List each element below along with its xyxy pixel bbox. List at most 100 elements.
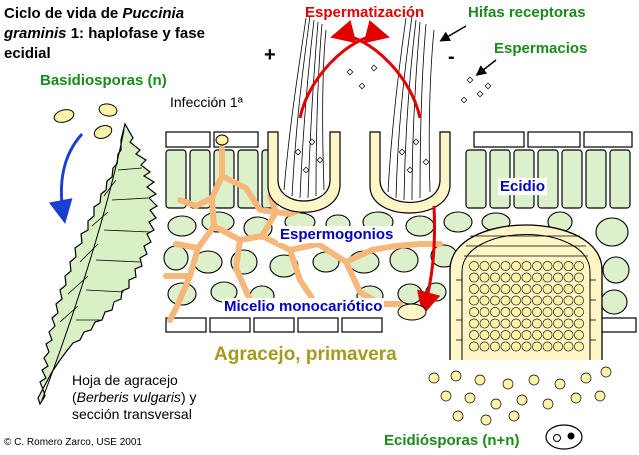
aeciospore xyxy=(511,272,521,283)
aeciospore xyxy=(511,261,521,271)
aeciospore xyxy=(479,284,490,294)
aeciospore xyxy=(532,341,542,352)
aeciospore xyxy=(490,261,500,271)
minus-sign: - xyxy=(448,46,455,68)
aeciospore xyxy=(469,261,479,271)
aeciospore xyxy=(532,330,542,340)
aeciospore xyxy=(521,318,532,329)
aeciospore xyxy=(553,261,563,271)
aeciospore xyxy=(490,295,500,306)
aeciospore xyxy=(511,341,521,352)
aeciospore xyxy=(479,261,490,271)
aeciospore xyxy=(542,330,553,340)
aeciospore xyxy=(479,272,490,283)
aeciospore xyxy=(490,307,500,317)
aeciospore xyxy=(574,272,584,283)
copyright: © C. Romero Zarco, USE 2001 xyxy=(4,437,142,448)
aeciospore xyxy=(511,307,521,317)
aeciospore xyxy=(500,307,511,317)
diagram-title: Ciclo de vida de Puccinia graminis 1: ha… xyxy=(4,5,205,62)
aeciospore xyxy=(532,295,542,306)
label-espermogonios: Espermogonios xyxy=(278,226,396,244)
aeciospore xyxy=(500,330,511,340)
aeciospore xyxy=(490,284,500,294)
aeciospore xyxy=(479,295,490,306)
aeciospore xyxy=(574,307,584,317)
aeciospore xyxy=(521,272,532,283)
aeciospore-detail xyxy=(545,424,583,450)
label-micelio: Micelio monocariótico xyxy=(222,298,385,316)
aeciospore xyxy=(469,307,479,317)
aeciospore xyxy=(479,318,490,329)
aeciospore xyxy=(542,318,553,329)
aeciospore xyxy=(563,295,574,306)
aeciospore xyxy=(490,330,500,340)
label-hifas-receptoras: Hifas receptoras xyxy=(468,4,586,21)
hypha-tip xyxy=(397,303,427,321)
aeciospore xyxy=(500,261,511,271)
spermatization-arrows xyxy=(298,20,441,316)
infection-spore xyxy=(215,134,229,146)
spermatia-pointer xyxy=(475,59,497,76)
aeciospore xyxy=(511,330,521,340)
aeciospore xyxy=(542,341,553,352)
aeciospore xyxy=(469,295,479,306)
aeciospore xyxy=(500,272,511,283)
aeciospore xyxy=(469,318,479,329)
aeciospore xyxy=(469,284,479,294)
aeciospore xyxy=(532,307,542,317)
basidiospores xyxy=(53,103,118,139)
aeciospore xyxy=(574,318,584,329)
aeciospore xyxy=(500,284,511,294)
aeciospore xyxy=(511,295,521,306)
label-ecidio: Ecidio xyxy=(498,178,548,196)
aeciospore xyxy=(563,330,574,340)
basidiospore-arrow xyxy=(48,132,84,224)
label-infeccion: Infección 1ª xyxy=(170,94,243,110)
aeciospore xyxy=(500,341,511,352)
aeciospore xyxy=(574,261,584,271)
aeciospore xyxy=(479,330,490,340)
aecium xyxy=(449,224,603,360)
released-aeciospores xyxy=(428,366,612,426)
aeciospore xyxy=(521,330,532,340)
aeciospore xyxy=(542,272,553,283)
aeciospore xyxy=(574,330,584,340)
label-ecidiosporas: Ecidiósporas (n+n) xyxy=(384,432,520,449)
receptive-hyphae-pointer xyxy=(439,25,467,42)
label-espermacios: Espermacios xyxy=(494,40,588,57)
aeciospore xyxy=(542,295,553,306)
aeciospore xyxy=(563,307,574,317)
aeciospore xyxy=(521,307,532,317)
aeciospore xyxy=(563,261,574,271)
aeciospore xyxy=(479,307,490,317)
plus-sign: + xyxy=(264,44,276,66)
aeciospore xyxy=(553,318,563,329)
aeciospore xyxy=(500,318,511,329)
aeciospore xyxy=(563,284,574,294)
aecium-spore-chains xyxy=(469,261,584,352)
spermogonia xyxy=(267,15,451,214)
aeciospore xyxy=(532,272,542,283)
aeciospore xyxy=(553,307,563,317)
aeciospore xyxy=(469,272,479,283)
aeciospore xyxy=(563,341,574,352)
aeciospore xyxy=(469,330,479,340)
aeciospore xyxy=(553,295,563,306)
aeciospore xyxy=(521,341,532,352)
aeciospore xyxy=(553,330,563,340)
aeciospore xyxy=(553,341,563,352)
aeciospore xyxy=(542,261,553,271)
aeciospore xyxy=(511,284,521,294)
aeciospore xyxy=(542,284,553,294)
aeciospore xyxy=(490,318,500,329)
aeciospore xyxy=(521,295,532,306)
aeciospore xyxy=(574,284,584,294)
aeciospore xyxy=(521,261,532,271)
aeciospore xyxy=(532,284,542,294)
aeciospore xyxy=(521,284,532,294)
label-leaf: Hoja de agracejo (Berberis vulgaris) y s… xyxy=(72,372,197,422)
label-season: Agracejo, primavera xyxy=(214,344,397,365)
aeciospore xyxy=(490,272,500,283)
